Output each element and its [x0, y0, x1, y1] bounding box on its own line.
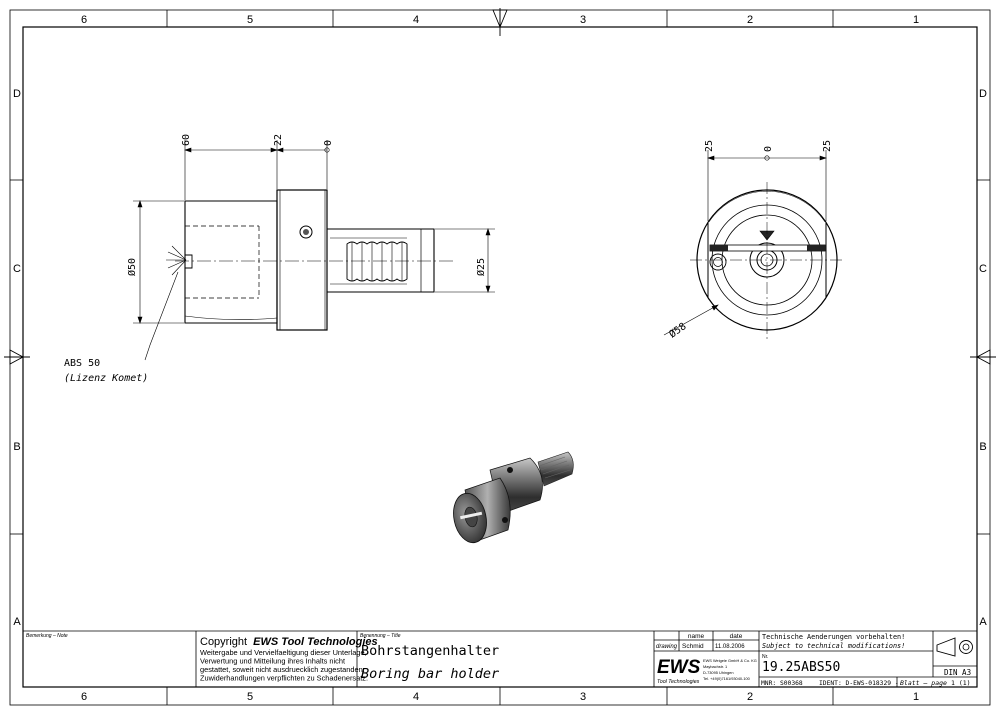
ews-logo: EWS — [657, 657, 701, 678]
front-view — [690, 182, 845, 340]
row-label-right: C — [979, 263, 987, 275]
ident: IDENT: D-EWS-018329 - — [819, 680, 899, 687]
copyright-text-line: Weitergabe und Vervielfaeltigung dieser … — [200, 648, 367, 657]
copyright-text-line: Verwertung und Mitteilung ihres Inhalts … — [200, 657, 345, 666]
col-label-top: 2 — [747, 14, 753, 26]
copyright-text-line: gestattet, soweit nicht ausdruecklich zu… — [200, 665, 365, 674]
col-label-bottom: 5 — [247, 691, 253, 703]
part-number: 19.25ABS50 — [762, 660, 840, 675]
front-view-dimension-labels: 25 0 25 Ø58 — [667, 140, 833, 341]
modification-en: Subject to technical modifications! — [762, 642, 905, 650]
dim-0: 0 — [323, 140, 334, 146]
zone-labels: 6 5 4 3 2 1 6 5 4 3 2 1 D C B A D C B A — [13, 14, 987, 703]
date-header: date — [730, 633, 743, 640]
drawing-label: drawing — [656, 644, 678, 650]
isometric-render — [453, 451, 574, 544]
callout-note: (Lizenz Komet) — [64, 373, 148, 384]
dim-60: 60 — [181, 134, 192, 146]
ews-logo-sub: Tool Technologies — [657, 679, 700, 685]
copyright-brand: EWS Tool Technologies — [253, 636, 377, 648]
abs-body-outline — [184, 200, 278, 324]
frame — [9, 9, 991, 706]
side-view-dimension-labels: 60 22 0 Ø50 Ø25 — [126, 134, 487, 276]
title-en: Boring bar holder — [361, 666, 500, 682]
side-view — [166, 189, 455, 331]
row-label-left: C — [13, 263, 21, 275]
shank-outline — [327, 228, 435, 293]
dim-front-25-left: 25 — [704, 140, 715, 152]
col-label-top: 4 — [413, 14, 419, 26]
address-line: EWS Weigele GmbH & Co. KG — [703, 658, 757, 663]
copyright-text-line: Zuwiderhandlungen verpflichten zu Schade… — [200, 674, 368, 683]
side-view-dimensions — [133, 140, 495, 361]
col-label-bottom: 4 — [413, 691, 419, 703]
row-label-right: B — [979, 441, 986, 453]
dim-front-0: 0 — [763, 146, 774, 152]
dim-front-25-right: 25 — [822, 140, 833, 152]
col-label-top: 3 — [580, 14, 586, 26]
sheet-format: DIN A3 — [944, 668, 971, 677]
col-label-bottom: 1 — [913, 691, 919, 703]
number-label: Nr. — [762, 654, 768, 660]
col-label-bottom: 3 — [580, 691, 586, 703]
title-block-text: Bemerkung – Note Copyright EWS Tool Tech… — [26, 633, 971, 687]
modification-de: Technische Aenderungen vorbehalten! — [762, 633, 905, 641]
address-line: D-73095 Uhingen — [703, 670, 734, 675]
dim-dia-50: Ø50 — [126, 258, 138, 276]
address-line: Maybachstr. 1 — [703, 664, 727, 669]
front-view-dimensions — [663, 150, 827, 336]
title-de: Bohrstangenhalter — [361, 643, 499, 659]
row-label-right: D — [979, 88, 987, 100]
side-screw-icon — [709, 253, 727, 271]
dim-22: 22 — [273, 134, 284, 146]
remarks-label: Bemerkung – Note — [26, 633, 68, 639]
row-label-left: A — [13, 616, 21, 628]
drawing-name: Schmid — [682, 643, 704, 650]
name-header: name — [688, 633, 705, 640]
title-block — [23, 630, 977, 687]
copyright-prefix: Copyright — [200, 636, 247, 648]
col-label-bottom: 6 — [81, 691, 87, 703]
callout-name: ABS 50 — [64, 358, 100, 369]
thread-profile — [346, 241, 408, 282]
row-label-right: A — [979, 616, 987, 628]
centering-marks — [4, 8, 996, 365]
title-label: Benennung – Title — [360, 633, 401, 639]
flange-outline — [276, 189, 328, 331]
abs-callout: ABS 50 (Lizenz Komet) — [64, 358, 148, 384]
col-label-top: 5 — [247, 14, 253, 26]
copyright-line: Copyright EWS Tool Technologies — [200, 636, 378, 648]
projection-symbol-icon — [936, 637, 956, 657]
col-label-bottom: 2 — [747, 691, 753, 703]
sheet-label: Blatt – page — [900, 679, 947, 687]
drawing-date: 11.08.2006 — [715, 644, 745, 650]
dim-dia-25: Ø25 — [475, 258, 487, 276]
col-label-top: 1 — [913, 14, 919, 26]
col-label-top: 6 — [81, 14, 87, 26]
address-line: Tel. +49(0)7161/93040-100 — [703, 676, 751, 681]
row-label-left: D — [13, 88, 21, 100]
row-label-left: B — [13, 441, 20, 453]
zone-ticks — [10, 10, 990, 705]
sheet-value: 1 (1) — [951, 679, 971, 687]
mnr: MNR: S00368 — [761, 680, 803, 687]
